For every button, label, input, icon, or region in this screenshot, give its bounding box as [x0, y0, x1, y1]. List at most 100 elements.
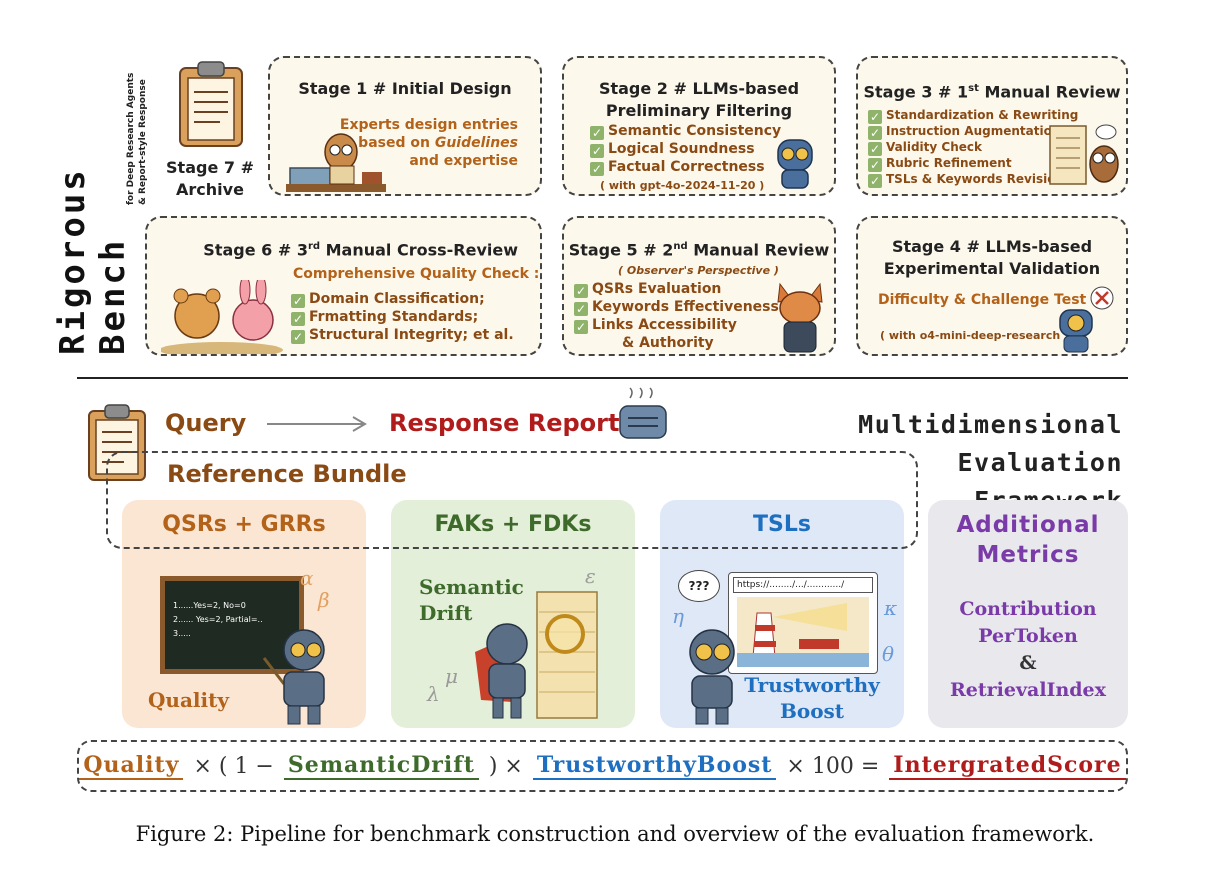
stage2-note: ( with gpt-4o-2024-11-20 ): [600, 179, 765, 192]
stage2-checklist: ✓Semantic Consistency ✓Logical Soundness…: [590, 122, 781, 176]
stage3-title-sup: st: [968, 83, 979, 94]
stage2-item: ✓Semantic Consistency: [590, 122, 781, 140]
quality-label: Quality: [148, 688, 229, 712]
check-icon: ✓: [590, 144, 604, 158]
stage1-line2b: Guidelines: [434, 135, 518, 151]
stage7-line1: Stage 7 #: [166, 158, 254, 177]
check-icon: ✓: [574, 284, 588, 298]
clipboard-icon: [176, 58, 246, 152]
formula-op2: ) ×: [488, 753, 523, 779]
fak-title-a: FAKs: [434, 512, 495, 537]
browser-url-bar: https://......../.../............/: [733, 577, 873, 593]
stage4-title: Stage 4 # LLMs-based Experimental Valida…: [858, 236, 1126, 280]
greek-kappa: κ: [884, 596, 898, 620]
stage5-item: ✓ Links Accessibility: [574, 316, 779, 334]
toaster-icon: [619, 387, 667, 439]
chalkboard-line: 3.....: [173, 629, 191, 638]
stage3-item-label: Rubric Refinement: [886, 156, 1012, 170]
stage2-item: ✓Factual Correctness: [590, 158, 781, 176]
panel-tsl-title: TSLs: [753, 512, 811, 537]
framework-title-line1: Multidimensional Evaluation: [858, 410, 1123, 477]
stage5-title-b: Manual Review: [687, 240, 830, 260]
bear-rabbit-icon: [161, 280, 283, 354]
check-icon: ✓: [574, 320, 588, 334]
qsr-plus: +: [234, 512, 253, 537]
stage6-checklist: ✓ Domain Classification; ✓Frmatting Stand…: [291, 290, 514, 344]
stage3-item: ✓ TSLs & Keywords Revision: [868, 172, 1078, 188]
stage3-item: ✓Instruction Augmentation: [868, 124, 1078, 140]
stage2-box: Stage 2 # LLMs-based Preliminary Filteri…: [562, 56, 836, 196]
stage6-item-label: Domain Classification;: [309, 291, 485, 307]
formula-op1: × ( 1 −: [193, 753, 274, 779]
check-icon: ✓: [868, 126, 882, 140]
greek-eta: η: [672, 604, 684, 628]
panel-fak-title: FAKs + FDKs: [391, 512, 635, 537]
formula-score: IntergratedScore: [889, 752, 1126, 780]
fox-icon: [777, 282, 823, 353]
stage4-title1: Stage 4 # LLMs-based: [891, 237, 1093, 256]
stage7-label: Stage 7 # Archive: [160, 157, 260, 201]
stage2-title: Stage 2 # LLMs-based Preliminary Filteri…: [564, 78, 834, 122]
semantic-drift-line1: Semantic: [419, 575, 524, 599]
chalkboard-line: 1......Yes=2, No=0: [173, 601, 246, 610]
check-icon: ✓: [291, 330, 305, 344]
reference-bundle-label: Reference Bundle: [165, 460, 409, 488]
lighthouse-icon: [737, 597, 869, 667]
check-icon: ✓: [590, 162, 604, 176]
metric-contribution: Contribution: [959, 598, 1097, 620]
trustworthy-boost-line2: Boost: [779, 699, 845, 723]
stage6-item-label: Structural Integrity; et al.: [309, 327, 514, 343]
robot-icon: [777, 139, 813, 189]
stage5-item: ✓ QSRs Evaluation: [574, 280, 779, 298]
owl-scroll-icon: [1049, 124, 1119, 185]
greek-epsilon: ε: [585, 564, 596, 588]
check-icon: ✓: [590, 126, 604, 140]
stage3-checklist: ✓ Standardization & Rewriting ✓Instructio…: [868, 108, 1078, 188]
stage6-item: ✓Frmatting Standards;: [291, 308, 514, 326]
stage3-title: Stage 3 # 1st Manual Review: [858, 78, 1126, 103]
greek-mu: μ: [445, 664, 458, 688]
side-subtitle-1: for Deep Research Agents: [126, 72, 136, 205]
panel-qsr-title: QSRs + GRRs: [122, 512, 366, 537]
formula-quality: Quality: [79, 752, 184, 780]
additional-title-line2: Metrics: [976, 542, 1080, 568]
figure-caption: Figure 2: Pipeline for benchmark constru…: [135, 822, 1095, 846]
additional-title-line1: Additional: [956, 512, 1100, 538]
stage5-item-label: QSRs Evaluation: [592, 281, 722, 297]
fak-title-b: FDKs: [528, 512, 592, 537]
stage1-box: Stage 1 # Initial Design Experts design …: [268, 56, 542, 196]
formula-op3: × 100 =: [786, 753, 880, 779]
stage4-box: Stage 4 # LLMs-based Experimental Valida…: [856, 216, 1128, 356]
section-divider: [77, 377, 1128, 379]
formula-drift: SemanticDrift: [283, 752, 479, 780]
stage6-item: ✓ Domain Classification;: [291, 290, 514, 308]
check-icon: ✓: [291, 294, 305, 308]
trustworthy-boost-line1: Trustworthy: [744, 673, 880, 697]
reference-bundle-outline: [106, 451, 918, 549]
greek-beta: β: [318, 588, 330, 612]
stage5-title: Stage 5 # 2nd Manual Review: [564, 236, 834, 261]
stage5-title-sup: nd: [673, 241, 688, 252]
stage3-item: ✓Rubric Refinement: [868, 156, 1078, 172]
stage5-checklist: ✓ QSRs Evaluation ✓Keywords Effectiveness…: [574, 280, 779, 352]
fak-plus: +: [501, 512, 521, 537]
stage3-item-label: Standardization & Rewriting: [886, 108, 1079, 122]
stage3-box: Stage 3 # 1st Manual Review ✓ Standardiza…: [856, 56, 1128, 196]
stage5-item: ✓Keywords Effectiveness: [574, 298, 779, 316]
stage6-item: ✓ Structural Integrity; et al.: [291, 326, 514, 344]
check-icon: ✓: [868, 174, 882, 188]
stage5-item-label: Links Accessibility: [592, 317, 737, 333]
formula-boost: TrustworthyBoost: [532, 752, 777, 780]
response-report-label: Response Report: [389, 409, 620, 437]
stage1-line2a: based on: [358, 135, 435, 151]
browser-window: https://......../.../............/: [728, 572, 878, 674]
arrow-right-icon: [267, 416, 367, 432]
stage3-title-a: Stage 3 # 1: [863, 82, 969, 102]
stage6-title-a: Stage 6 # 3: [203, 240, 308, 260]
query-label: Query: [165, 409, 247, 437]
stage3-item: ✓Validity Check: [868, 140, 1078, 156]
stage6-box: Stage 6 # 3rd Manual Cross-Review Compre…: [145, 216, 542, 356]
formula: Quality × ( 1 − SemanticDrift ) × Trustw…: [77, 740, 1128, 792]
stage3-item-label: TSLs & Keywords Revision: [886, 172, 1065, 186]
trustworthy-boost-label: Trustworthy Boost: [742, 672, 882, 724]
